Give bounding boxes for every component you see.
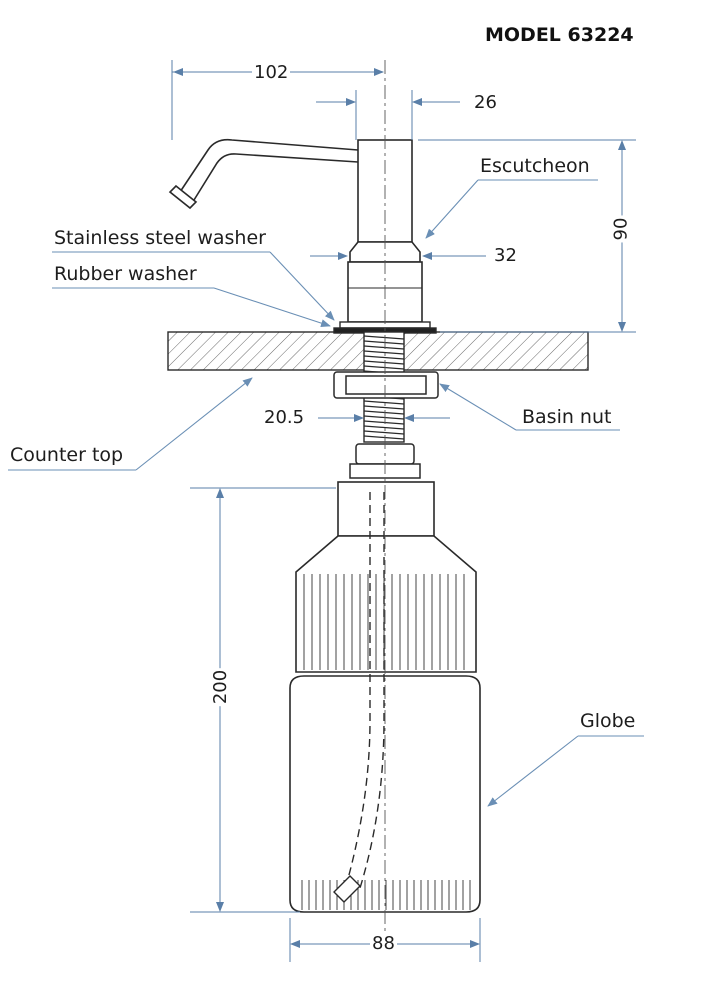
thread-line [363, 350, 405, 355]
dim-globe-height: 200 [210, 667, 232, 707]
label-rubber-washer: Rubber washer [54, 263, 197, 285]
dim-spout-reach: 102 [252, 62, 291, 83]
thread-line [363, 365, 405, 370]
dim-globe-diameter: 88 [370, 933, 397, 954]
label-basin-nut: Basin nut [522, 406, 612, 428]
thread-line [363, 355, 405, 360]
model-title: MODEL 63224 [485, 24, 634, 46]
leader-lines [8, 179, 644, 807]
thread-line [363, 415, 405, 420]
thread-line [363, 405, 405, 410]
label-globe: Globe [580, 710, 636, 732]
label-counter-top: Counter top [10, 444, 124, 466]
thread-line [363, 345, 405, 350]
thread-line [363, 400, 405, 405]
dim-escutcheon-height: 90 [610, 215, 632, 243]
dim-spout-diameter: 26 [472, 92, 499, 113]
dim-shank-diameter: 20.5 [262, 407, 307, 428]
thread-line [363, 420, 405, 425]
dip-tube-tip [333, 875, 361, 903]
dip-tube [345, 492, 385, 889]
thread-line [363, 335, 405, 340]
thread-line [363, 435, 405, 440]
thread-line [363, 340, 405, 345]
label-stainless-washer: Stainless steel washer [54, 227, 266, 249]
thread-line [363, 360, 405, 365]
thread-line [363, 425, 405, 430]
spout [168, 138, 359, 210]
dim-escutcheon-diameter: 32 [492, 245, 519, 266]
basin-nut [333, 371, 439, 399]
thread-line [363, 410, 405, 415]
thread-line [363, 430, 405, 435]
label-escutcheon: Escutcheon [480, 155, 590, 177]
